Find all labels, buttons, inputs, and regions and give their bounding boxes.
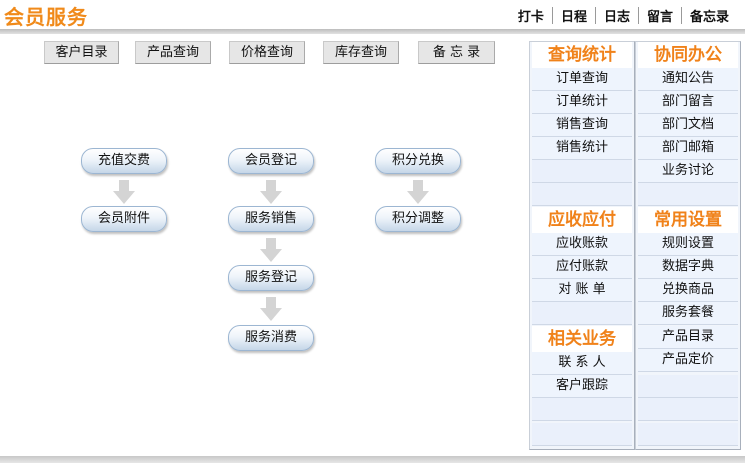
empty-row	[532, 423, 632, 446]
menu-exchange-goods[interactable]: 兑换商品	[638, 279, 738, 302]
service-register-button[interactable]: 服务登记	[228, 265, 314, 291]
menu-service-package[interactable]: 服务套餐	[638, 302, 738, 325]
menu-product-pricing[interactable]: 产品定价	[638, 349, 738, 372]
nav-separator	[680, 7, 682, 24]
nav-separator	[637, 7, 639, 24]
points-adjust-button[interactable]: 积分调整	[375, 206, 461, 232]
section-title-collaboration: 协同办公	[638, 42, 738, 68]
nav-clock-in[interactable]: 打卡	[517, 10, 544, 25]
customer-directory-button[interactable]: 客户目录	[44, 41, 119, 64]
menu-customer-tracking[interactable]: 客户跟踪	[532, 375, 632, 398]
arrow-down-icon	[113, 180, 135, 204]
arrow-down-icon	[260, 297, 282, 321]
section-title-common-settings: 常用设置	[638, 207, 738, 233]
menu-dept-mailbox[interactable]: 部门邮箱	[638, 137, 738, 160]
header-divider	[0, 29, 745, 34]
menu-accounts-receivable[interactable]: 应收账款	[532, 233, 632, 256]
empty-row	[532, 183, 632, 206]
inventory-query-button[interactable]: 库存查询	[323, 41, 399, 64]
memo-button[interactable]: 备 忘 录	[418, 41, 495, 64]
page-title: 会员服务	[4, 5, 88, 29]
menu-rule-settings[interactable]: 规则设置	[638, 233, 738, 256]
menu-dept-message[interactable]: 部门留言	[638, 91, 738, 114]
empty-row	[532, 302, 632, 325]
nav-memo[interactable]: 备忘录	[689, 10, 729, 25]
nav-schedule[interactable]: 日程	[560, 10, 587, 25]
member-attachment-button[interactable]: 会员附件	[81, 206, 167, 232]
points-exchange-button[interactable]: 积分兑换	[375, 148, 461, 174]
empty-row	[532, 160, 632, 183]
empty-row	[638, 423, 738, 446]
nav-separator	[551, 7, 553, 24]
product-query-button[interactable]: 产品查询	[135, 41, 211, 64]
menu-dept-documents[interactable]: 部门文档	[638, 114, 738, 137]
section-title-related-business: 相关业务	[532, 326, 632, 352]
collaboration-panel: 协同办公 通知公告 部门留言 部门文档 部门邮箱 业务讨论 常用设置 规则设置 …	[635, 41, 741, 450]
empty-row	[532, 398, 632, 421]
arrow-down-icon	[407, 180, 429, 204]
menu-notice[interactable]: 通知公告	[638, 68, 738, 91]
menu-product-catalog[interactable]: 产品目录	[638, 326, 738, 349]
member-register-button[interactable]: 会员登记	[228, 148, 314, 174]
menu-accounts-payable[interactable]: 应付账款	[532, 256, 632, 279]
service-consume-button[interactable]: 服务消费	[228, 325, 314, 351]
menu-sales-stats[interactable]: 销售统计	[532, 137, 632, 160]
section-title-query-stats: 查询统计	[532, 42, 632, 68]
menu-sales-query[interactable]: 销售查询	[532, 114, 632, 137]
menu-order-query[interactable]: 订单查询	[532, 68, 632, 91]
menu-order-stats[interactable]: 订单统计	[532, 91, 632, 114]
arrow-down-icon	[260, 238, 282, 262]
arrow-down-icon	[260, 180, 282, 204]
menu-statement[interactable]: 对 账 单	[532, 279, 632, 302]
recharge-button[interactable]: 充值交费	[81, 148, 167, 174]
price-query-button[interactable]: 价格查询	[229, 41, 305, 64]
empty-row	[638, 375, 738, 398]
menu-business-discussion[interactable]: 业务讨论	[638, 160, 738, 183]
nav-separator	[594, 7, 596, 24]
empty-row	[638, 183, 738, 206]
nav-message[interactable]: 留言	[646, 10, 673, 25]
nav-log[interactable]: 日志	[603, 10, 630, 25]
empty-row	[638, 398, 738, 421]
footer-divider	[0, 456, 745, 463]
menu-contacts[interactable]: 联 系 人	[532, 352, 632, 375]
section-title-receivable-payable: 应收应付	[532, 207, 632, 233]
top-nav: 打卡 日程 日志 留言 备忘录	[510, 6, 737, 25]
query-stats-panel: 查询统计 订单查询 订单统计 销售查询 销售统计 应收应付 应收账款 应付账款 …	[529, 41, 635, 450]
service-sale-button[interactable]: 服务销售	[228, 206, 314, 232]
menu-data-dictionary[interactable]: 数据字典	[638, 256, 738, 279]
